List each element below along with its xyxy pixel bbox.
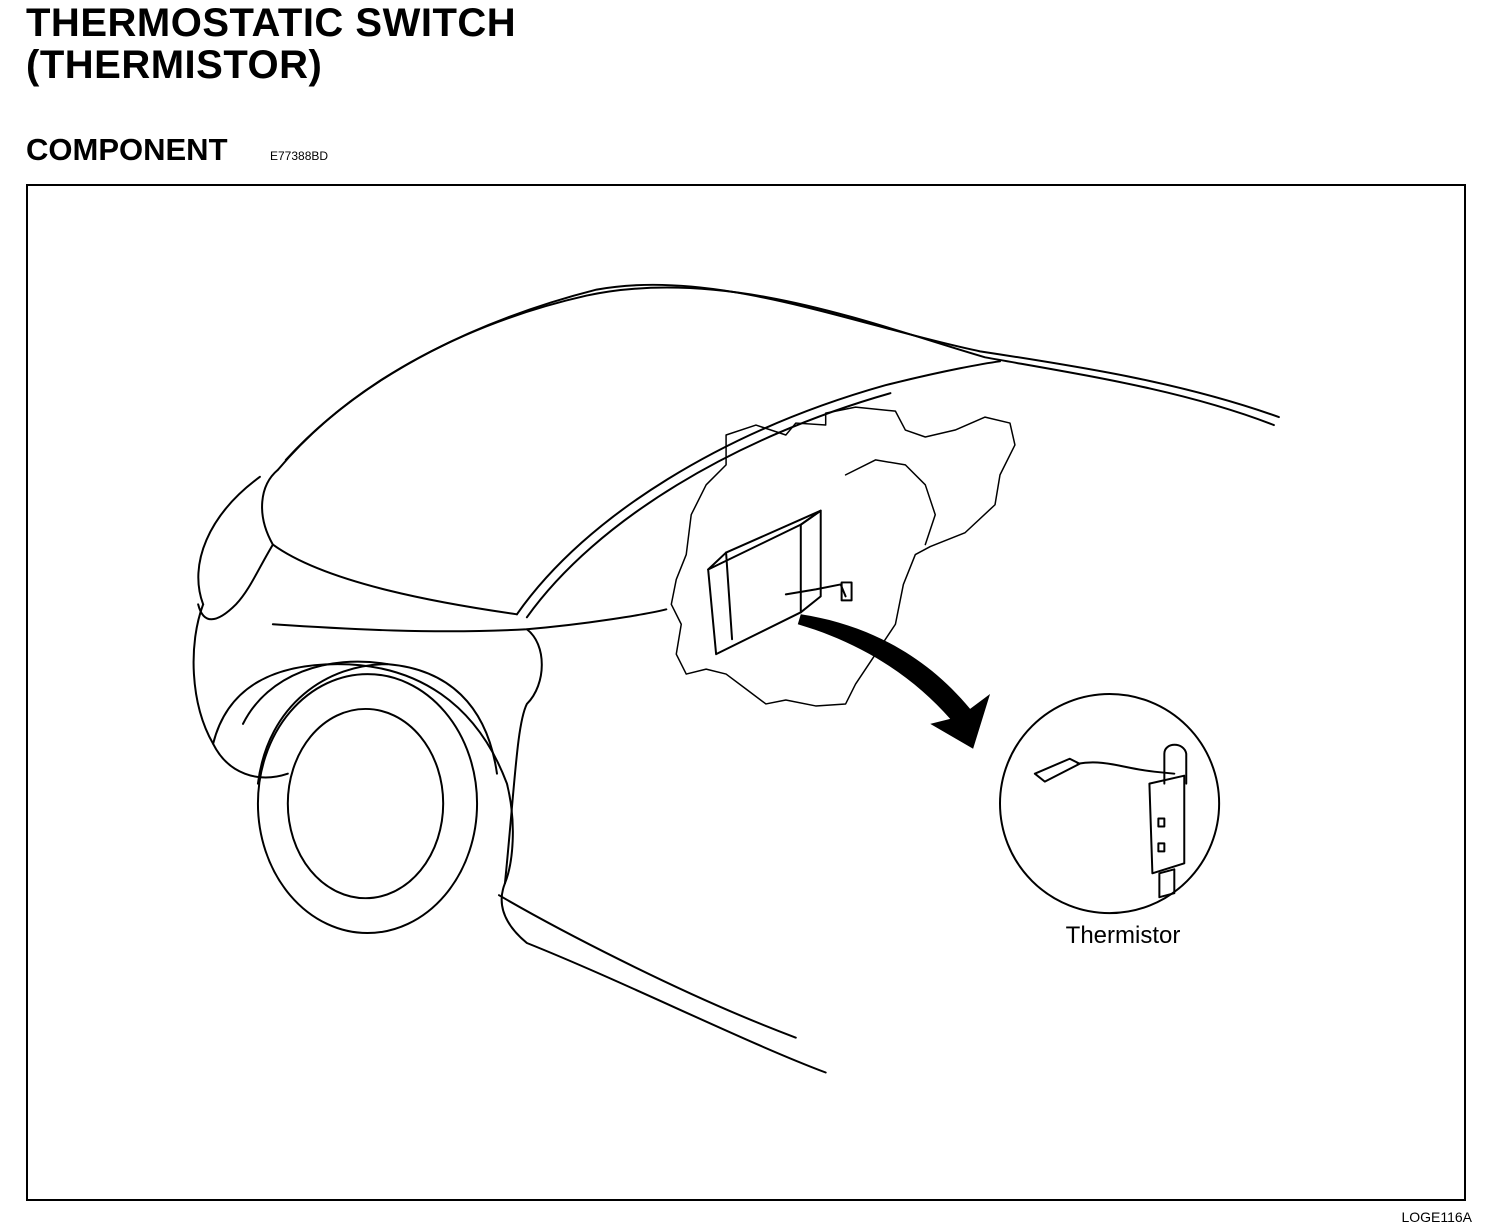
thermistor-callout-label: Thermistor bbox=[1065, 922, 1181, 949]
front-body-curve bbox=[197, 543, 274, 621]
figure-frame: Thermistor bbox=[26, 184, 1466, 1201]
roof-inner-line bbox=[284, 283, 1280, 461]
lower-sill-inner bbox=[497, 894, 797, 1039]
thermistor-loop bbox=[1163, 743, 1188, 785]
detail-circle bbox=[999, 692, 1221, 915]
evaporator-box-side bbox=[799, 509, 822, 614]
windshield-base bbox=[515, 360, 1001, 616]
body-side-line bbox=[271, 608, 668, 633]
hvac-unit-outline bbox=[670, 406, 1016, 707]
hood-crease bbox=[197, 475, 261, 606]
evaporator-box-edge bbox=[725, 551, 734, 641]
vehicle-component-illustration bbox=[192, 283, 1280, 1074]
thermistor-wire bbox=[784, 583, 847, 598]
hvac-unit-inner bbox=[844, 459, 936, 546]
thermistor-connector-body bbox=[1148, 774, 1186, 875]
section-code: E77388BD bbox=[270, 149, 329, 163]
page-title: THERMOSTATIC SWITCH (THERMISTOR) bbox=[26, 2, 516, 86]
door-front-edge bbox=[503, 628, 543, 885]
fender-arch-outer bbox=[212, 663, 514, 885]
wheel-tire bbox=[256, 673, 479, 935]
thermistor-connector-slot-1 bbox=[1157, 817, 1166, 828]
fender-arch-inner bbox=[241, 660, 389, 725]
front-fascia bbox=[192, 603, 289, 779]
thermistor-probe bbox=[1033, 757, 1081, 783]
thermistor-connector-small bbox=[840, 581, 853, 602]
lower-sill bbox=[500, 882, 827, 1074]
page-title-line-1: THERMOSTATIC SWITCH bbox=[26, 1, 517, 45]
wheel-rim bbox=[286, 707, 445, 900]
page-title-line-2: (THERMISTOR) bbox=[26, 43, 323, 87]
roof-outline bbox=[276, 286, 1275, 471]
section-heading: COMPONENT bbox=[26, 132, 228, 167]
callout-arrow-body bbox=[797, 614, 991, 749]
evaporator-box-front bbox=[707, 523, 802, 656]
thermistor-lead bbox=[1076, 761, 1176, 775]
thermistor-connector-plug bbox=[1158, 868, 1176, 899]
thermistor-connector-slot-2 bbox=[1157, 842, 1166, 853]
wheel-well bbox=[256, 663, 498, 785]
a-pillar bbox=[261, 468, 518, 616]
figure-id: LOGE116A bbox=[1401, 1209, 1472, 1225]
